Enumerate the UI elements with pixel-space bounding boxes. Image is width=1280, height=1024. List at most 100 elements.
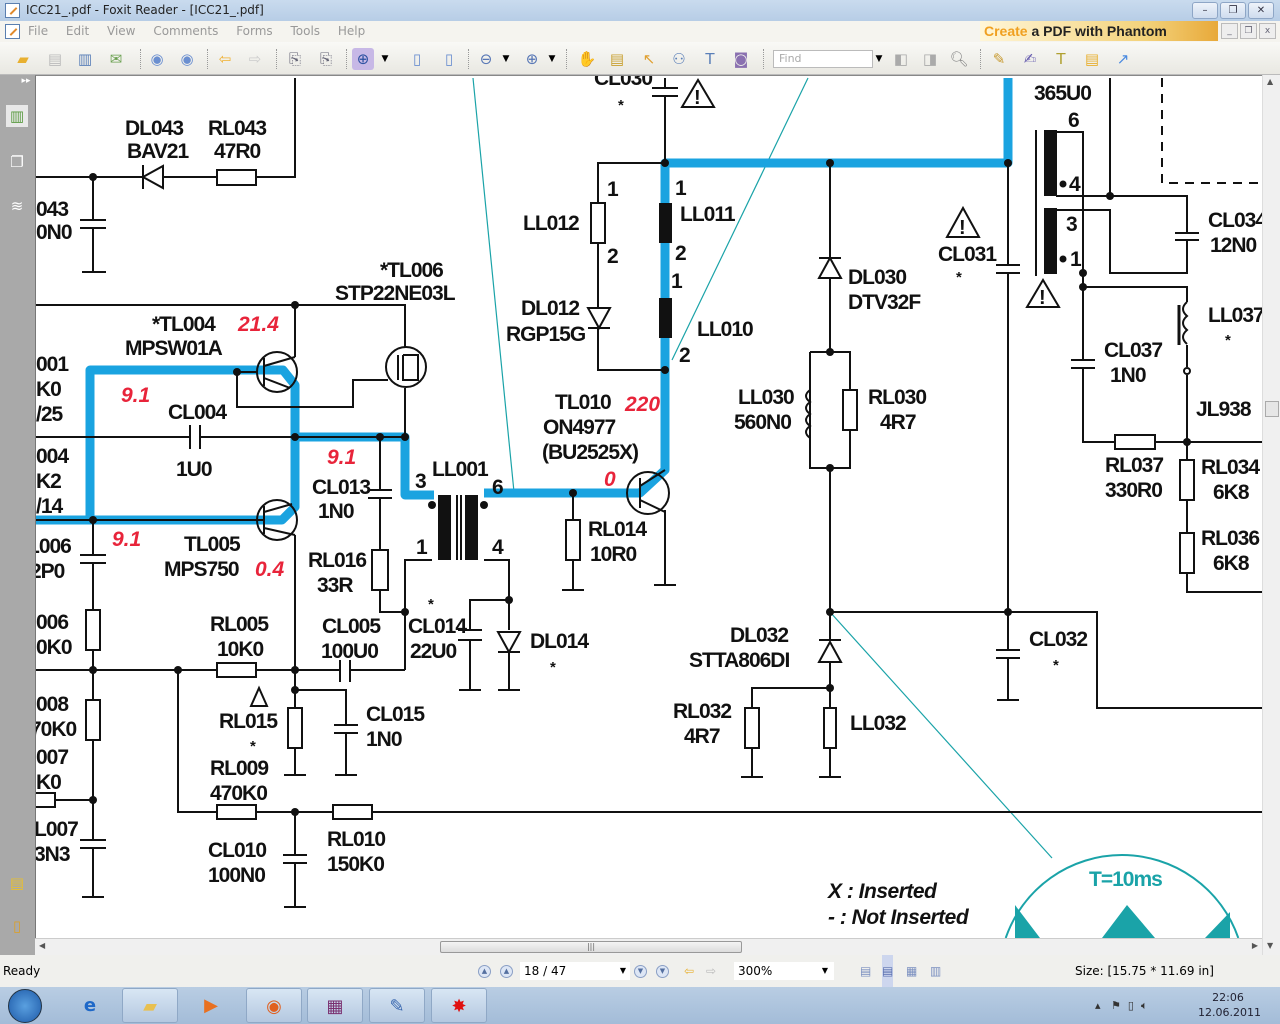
scroll-left-arrow[interactable]: ◀ (39, 941, 46, 950)
arrow-tool-icon[interactable]: ↗ (1116, 50, 1130, 68)
menu-view[interactable]: View (107, 24, 136, 38)
menu-help[interactable]: Help (337, 24, 366, 38)
pin-ll001-6: 6 (492, 476, 503, 499)
find-previous-icon[interactable]: ◧ (893, 50, 909, 68)
doc-minimize-button[interactable]: _ (1221, 23, 1238, 39)
vertical-scrollbar[interactable]: ▲ ▼ (1262, 75, 1280, 955)
next-page-icon[interactable]: ◉ (180, 50, 194, 68)
fit-page-icon[interactable]: ▯ (412, 50, 422, 68)
schematic-components: ! ! ! (36, 78, 1195, 820)
tray-expand-icon[interactable]: ▴ (1095, 999, 1101, 1012)
label-cl043-ref: 043 (36, 198, 68, 221)
note-edit-icon[interactable]: ✍ (1023, 50, 1037, 68)
banner-text: a PDF with Phantom (1027, 23, 1167, 39)
print-icon[interactable]: ▥ (77, 50, 93, 68)
label-ll011: LL011 (680, 203, 736, 226)
find-input[interactable]: Find (773, 50, 873, 68)
select-arrow-icon[interactable]: ↖ (642, 50, 656, 68)
search-icon[interactable]: 🔍︎ (949, 50, 969, 68)
voltage-tl010-base: 0 (604, 468, 616, 491)
comment-icon[interactable]: ▤ (1084, 50, 1100, 68)
select-text-icon[interactable]: ▤ (609, 50, 625, 68)
bookmarks-icon[interactable]: ▥ (6, 105, 28, 127)
continuous-facing-icon[interactable]: ▥ (930, 964, 942, 978)
zoom-level-select[interactable]: 300%▼ (734, 962, 834, 980)
find-next-icon[interactable]: ◨ (922, 50, 938, 68)
horizontal-scrollbar[interactable]: ◀ ||| ▶ (35, 938, 1262, 955)
first-page-icon[interactable]: ▲ (478, 965, 491, 978)
find-dropdown[interactable]: ▼ (875, 54, 883, 64)
firefox-taskbar-button[interactable]: ◉ (246, 988, 302, 1023)
zoom-tool-dropdown[interactable]: ▼ (381, 54, 389, 64)
scroll-up-arrow[interactable]: ▲ (1267, 77, 1274, 86)
layers-icon[interactable]: ≋ (10, 197, 24, 215)
start-button[interactable] (8, 989, 42, 1023)
phantom-ad-banner[interactable]: Create a PDF with Phantom (980, 21, 1218, 41)
menu-forms[interactable]: Forms (236, 24, 273, 38)
close-button[interactable]: ✕ (1248, 2, 1274, 19)
back-arrow-icon[interactable]: ⇦ (218, 50, 232, 68)
comments-panel-icon[interactable]: ▤ (9, 874, 25, 892)
attachment-icon[interactable]: ✎ (992, 50, 1006, 68)
doc-close-button[interactable]: x (1259, 23, 1276, 39)
action-center-icon[interactable]: ⚑ (1111, 999, 1121, 1012)
minimize-button[interactable]: – (1192, 2, 1218, 19)
media-player-icon[interactable]: ▶ (204, 995, 218, 1016)
explorer-taskbar-button[interactable]: ▰ (122, 988, 178, 1023)
text-box-icon[interactable]: T (1056, 50, 1066, 68)
forward-arrow-icon[interactable]: ⇨ (248, 50, 262, 68)
scroll-down-arrow[interactable]: ▼ (1267, 941, 1274, 950)
volume-icon[interactable]: 🔈︎ (1140, 999, 1148, 1012)
typewriter-icon[interactable]: T (705, 50, 715, 68)
zoom-out-dropdown[interactable]: ▼ (502, 54, 510, 64)
winrar-taskbar-button[interactable]: ▦ (307, 988, 363, 1023)
transistor-tl004 (256, 351, 298, 393)
menu-comments[interactable]: Comments (153, 24, 219, 38)
label-cl037-ref: CL037 (1104, 339, 1162, 362)
next-page-icon[interactable]: ▼ (634, 965, 647, 978)
vertical-scroll-thumb[interactable] (1265, 401, 1279, 417)
label-rl015-ref: RL015 (219, 710, 278, 733)
zoom-in-dropdown[interactable]: ▼ (548, 54, 556, 64)
expand-panel-icon[interactable]: ▸▸ (21, 76, 31, 86)
network-icon[interactable]: ▯ (1127, 999, 1134, 1012)
scroll-right-arrow[interactable]: ▶ (1251, 941, 1258, 950)
prev-page-icon[interactable]: ▲ (500, 965, 513, 978)
page-number-input[interactable]: 18 / 47▼ (520, 962, 630, 980)
open-folder-icon[interactable]: ▰ (17, 50, 29, 68)
pages-icon[interactable]: ❐ (10, 153, 24, 171)
foxit-taskbar-button[interactable]: ✎ (369, 988, 425, 1023)
paint-taskbar-button[interactable]: ✸ (431, 988, 487, 1023)
extract-pages-icon[interactable]: ⎘ (288, 50, 301, 68)
restore-button[interactable]: ❐ (1220, 2, 1246, 19)
zoom-out-icon[interactable]: ⊖ (479, 50, 493, 68)
menu-tools[interactable]: Tools (290, 24, 321, 38)
binoculars-icon[interactable]: ⚇ (672, 50, 686, 68)
single-page-icon[interactable]: ▤ (860, 964, 872, 978)
facing-page-icon[interactable]: ▦ (906, 964, 918, 978)
hand-tool-icon[interactable]: ✋ (577, 50, 597, 68)
horizontal-scroll-thumb[interactable]: ||| (440, 941, 742, 953)
zoom-in-tool-icon[interactable]: ⊕ (352, 48, 374, 70)
doc-restore-button[interactable]: ❐ (1240, 23, 1257, 39)
save-icon[interactable]: ▤ (47, 50, 63, 68)
internet-explorer-icon[interactable]: e (83, 995, 97, 1016)
menu-edit[interactable]: Edit (65, 24, 90, 38)
previous-page-icon[interactable]: ◉ (150, 50, 164, 68)
label-c007-value: 3N3 (35, 843, 70, 866)
zoom-in-icon[interactable]: ⊕ (525, 50, 539, 68)
last-page-icon[interactable]: ▼ (656, 965, 669, 978)
continuous-page-icon[interactable]: ▤ (882, 955, 894, 987)
back-view-icon[interactable]: ⇦ (684, 964, 695, 978)
insert-pages-icon[interactable]: ⎘ (319, 50, 332, 68)
menu-file[interactable]: File (28, 24, 49, 38)
fit-width-icon[interactable]: ▯ (444, 50, 454, 68)
forward-view-icon[interactable]: ⇨ (706, 964, 717, 978)
attachments-panel-icon[interactable]: ▯ (12, 917, 22, 935)
snapshot-camera-icon[interactable]: ◙ (733, 50, 749, 68)
email-icon[interactable]: ✉ (109, 50, 123, 68)
